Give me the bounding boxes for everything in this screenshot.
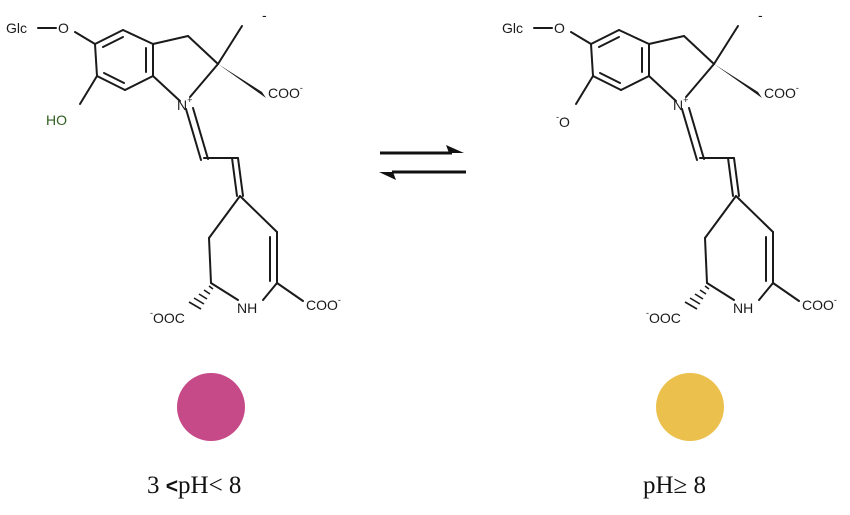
left-ph-caption-end: pH< 8 (178, 472, 242, 499)
right-oxide-symbol: O (559, 114, 570, 130)
right-coo-top-text: COO (764, 85, 796, 101)
right-ooc-bottom-label: -OOC (646, 308, 681, 326)
left-nitrogen-label: N+ (177, 95, 192, 113)
left-coo-bottom-label: COO- (306, 295, 341, 313)
acidic-color-swatch (177, 373, 245, 441)
right-nitrogen-label: N+ (673, 95, 688, 113)
left-nitrogen-symbol: N (177, 97, 187, 113)
right-nitrogen-charge: + (683, 95, 688, 105)
equilibrium-arrows (379, 145, 466, 180)
right-molecule: Glc O -O N+ COO- -OOC NH COO- - (502, 7, 837, 326)
right-coo-bottom-charge: - (834, 295, 837, 305)
right-coo-bottom-label: COO- (802, 295, 837, 313)
left-coo-bottom-charge: - (338, 295, 341, 305)
left-glc-label: Glc (6, 20, 27, 36)
reverse-arrow-icon (379, 170, 466, 180)
left-coo-bottom-text: COO (306, 297, 338, 313)
right-ether-o-label: O (554, 20, 565, 36)
right-nh-label: NH (733, 300, 753, 316)
left-hydroxyl-label: HO (46, 112, 67, 128)
left-nh-label: NH (237, 300, 257, 316)
right-ooc-text: OOC (649, 310, 681, 326)
left-coo-top-text: COO (268, 85, 300, 101)
left-stray-mark: - (262, 7, 267, 23)
basic-color-swatch (656, 373, 724, 441)
left-ph-caption-start: 3 (147, 472, 166, 499)
left-ooc-charge: - (150, 308, 153, 318)
left-ph-caption-lt: < (165, 475, 179, 498)
left-coo-top-charge: - (300, 83, 303, 93)
right-oxide-charge: - (556, 112, 559, 122)
left-ooc-bottom-label: -OOC (150, 308, 185, 326)
left-ether-o-label: O (58, 20, 69, 36)
right-stray-mark: - (758, 7, 763, 23)
right-glc-label: Glc (502, 20, 523, 36)
right-coo-top-charge: - (796, 83, 799, 93)
right-ph-caption: pH≥ 8 (643, 472, 707, 499)
left-molecule: Glc O HO N+ COO- -OOC NH COO- - (6, 7, 341, 326)
right-molecule-bonds (533, 25, 800, 310)
left-nitrogen-charge: + (187, 95, 192, 105)
left-ooc-text: OOC (153, 310, 185, 326)
right-coo-bottom-text: COO (802, 297, 834, 313)
left-molecule-bonds (37, 25, 304, 310)
right-ooc-charge: - (646, 308, 649, 318)
left-coo-top-label: COO- (268, 83, 303, 101)
right-nitrogen-symbol: N (673, 97, 683, 113)
forward-arrow-icon (380, 145, 464, 155)
right-coo-top-label: COO- (764, 83, 799, 101)
left-ph-caption: 3 <pH< 8 (147, 472, 241, 500)
right-oxide-label: -O (556, 112, 570, 130)
